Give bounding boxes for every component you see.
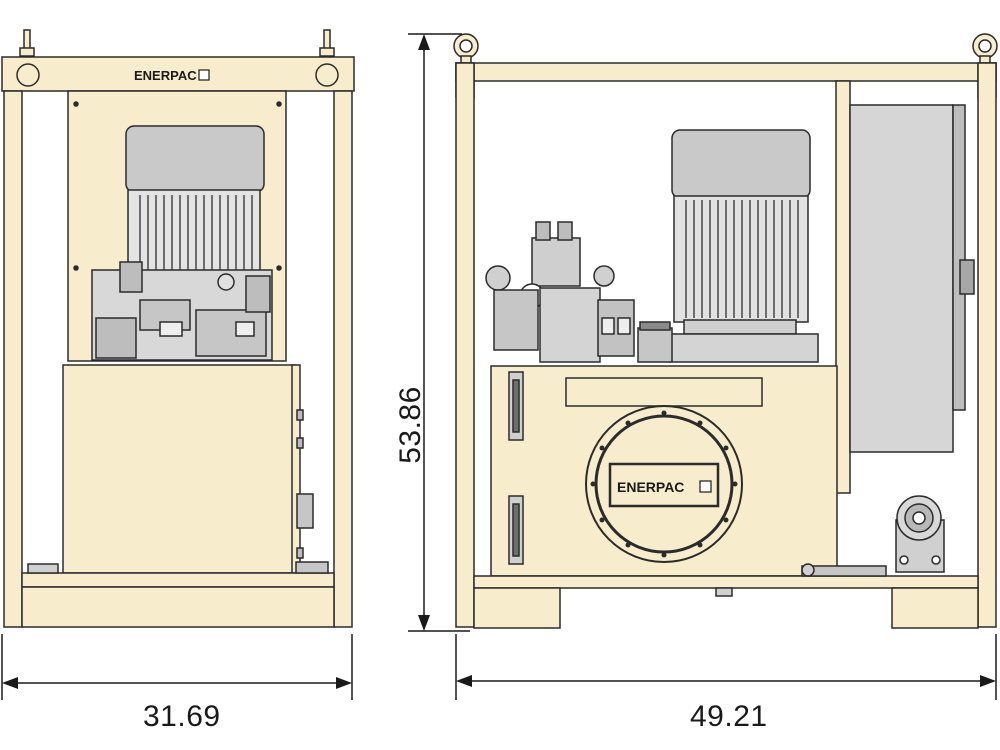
front-tank-side-panel — [291, 364, 301, 574]
front-motor-cap — [125, 125, 265, 193]
side-power-connector-icon — [895, 495, 945, 573]
front-lift-hole-right — [315, 63, 339, 87]
side-logo-square-icon — [699, 480, 712, 493]
lifting-eye-right — [972, 33, 998, 65]
front-width-label: 31.69 — [143, 700, 221, 733]
front-brand-label: ENERPAC — [134, 68, 197, 83]
front-post-left — [3, 90, 23, 628]
dimension-lines — [1, 33, 997, 700]
front-lift-hole-left — [16, 63, 40, 87]
side-divider — [835, 80, 851, 494]
side-base-rail — [473, 575, 979, 589]
height-label: 53.86 — [394, 386, 427, 464]
side-base-foot-left — [473, 587, 561, 629]
side-top-beam — [455, 62, 997, 82]
side-view — [453, 33, 998, 629]
side-tank-nameplate — [565, 377, 763, 407]
front-base-skid — [21, 586, 335, 628]
lifting-pin-left — [19, 29, 35, 57]
side-post-left — [455, 62, 475, 628]
front-logo-square-icon — [198, 69, 210, 81]
side-motor-mount — [669, 333, 819, 363]
side-valve-stack — [531, 237, 581, 287]
side-brand-label: ENERPAC — [617, 479, 684, 495]
front-base-rail — [21, 572, 335, 588]
side-post-right — [977, 62, 997, 628]
front-top-beam — [1, 56, 355, 92]
lifting-pin-right — [319, 29, 335, 57]
lifting-eye-left — [453, 33, 479, 65]
front-motor-body — [127, 189, 261, 283]
front-post-right — [333, 90, 353, 628]
side-width-label: 49.21 — [690, 700, 768, 733]
side-electrical-panel — [849, 104, 954, 453]
side-motor-cap — [671, 129, 811, 199]
front-view — [1, 29, 355, 628]
side-base-foot-right — [891, 587, 979, 629]
front-motor-fins — [139, 195, 253, 278]
front-tank — [62, 364, 296, 574]
side-motor-fins — [685, 200, 799, 318]
